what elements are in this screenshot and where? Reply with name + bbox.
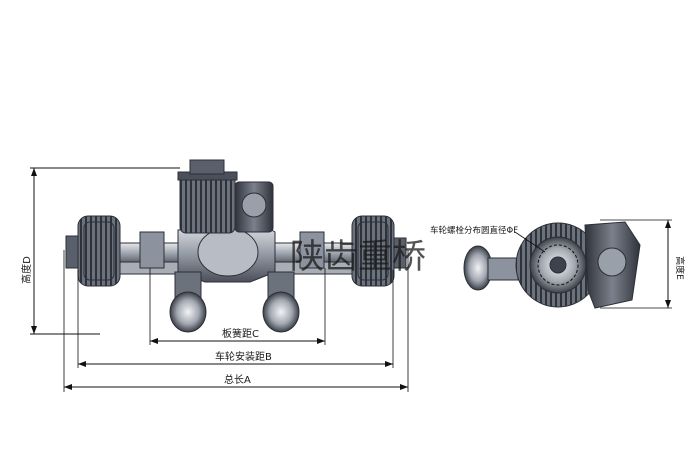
side-arrow-up bbox=[665, 220, 671, 228]
side-hub-center bbox=[549, 256, 567, 274]
arrow-c-right bbox=[317, 338, 325, 344]
bracket-left bbox=[139, 231, 165, 269]
arrow-b-left bbox=[78, 361, 86, 367]
brake-drum-left-rim bbox=[83, 221, 115, 281]
height-label: 高度D bbox=[20, 256, 33, 284]
bracket-right bbox=[299, 231, 325, 269]
hub-cap-right bbox=[393, 237, 407, 269]
side-view-axle bbox=[463, 221, 641, 309]
drive-motor bbox=[179, 174, 236, 234]
hub-cap-left bbox=[65, 235, 79, 269]
side-brake-link bbox=[487, 257, 519, 281]
brake-drum-left bbox=[77, 215, 121, 287]
side-dimension-lines bbox=[514, 219, 672, 309]
arrow-a-right bbox=[400, 384, 408, 390]
side-motor-flange bbox=[597, 247, 627, 277]
gearbox-flange bbox=[241, 192, 267, 218]
front-view-axle bbox=[65, 159, 407, 333]
arrow-c-left bbox=[150, 338, 158, 344]
brake-drum-right-rim bbox=[357, 221, 389, 281]
total-length-label: 总长A bbox=[224, 373, 251, 386]
brake-chamber-right bbox=[262, 291, 300, 333]
bolt-circle bbox=[537, 244, 579, 286]
bolt-circle-leader bbox=[514, 231, 546, 253]
spring-distance-label: 板簧距C bbox=[222, 327, 259, 340]
wheel-mount-distance-label: 车轮安装距B bbox=[215, 350, 272, 363]
bolt-circle-label: 车轮螺栓分布圆直径ΦF bbox=[430, 225, 518, 236]
side-arrow-down bbox=[665, 300, 671, 308]
watermark-text: 陕齿重桥 bbox=[290, 237, 426, 277]
brake-chamber-left bbox=[169, 291, 207, 333]
dimension-lines bbox=[30, 167, 409, 392]
motor-terminal-box bbox=[189, 159, 225, 175]
arrow-up bbox=[31, 168, 37, 176]
differential-cover bbox=[197, 227, 259, 277]
arrow-b-right bbox=[385, 361, 393, 367]
arrow-down bbox=[31, 326, 37, 334]
side-height-label: 高度E bbox=[674, 256, 686, 280]
arrow-a-left bbox=[64, 384, 72, 390]
